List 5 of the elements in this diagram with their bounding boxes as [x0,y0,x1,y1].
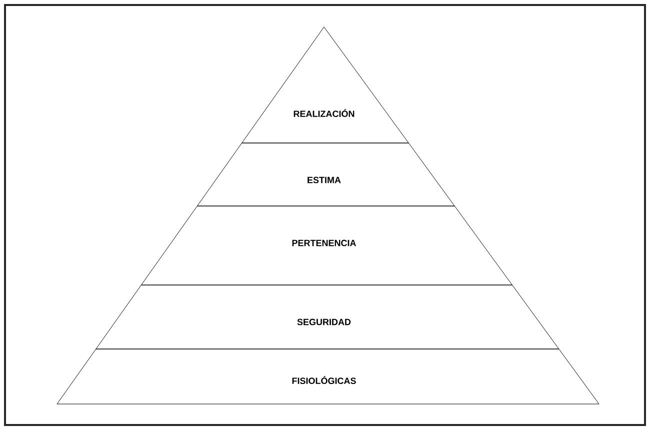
pyramid-level: ESTIMA [196,142,455,206]
pyramid-level: FISIOLÓGICAS [56,348,600,404]
pyramid-level: REALIZACIÓN [242,26,409,144]
pyramid-level: PERTENENCIA [141,206,512,286]
pyramid-level: SEGURIDAD [96,284,560,350]
